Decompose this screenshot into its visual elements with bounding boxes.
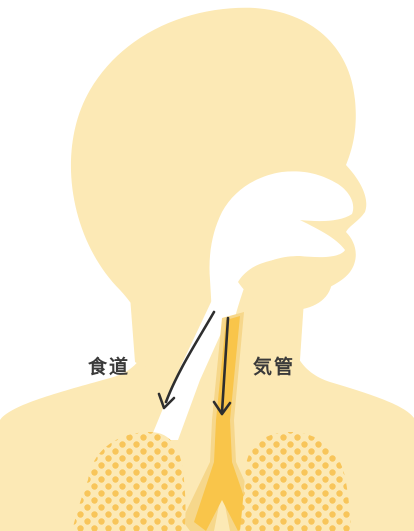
- trachea-label: 気管: [253, 358, 295, 377]
- esophagus-label: 食道: [88, 358, 130, 377]
